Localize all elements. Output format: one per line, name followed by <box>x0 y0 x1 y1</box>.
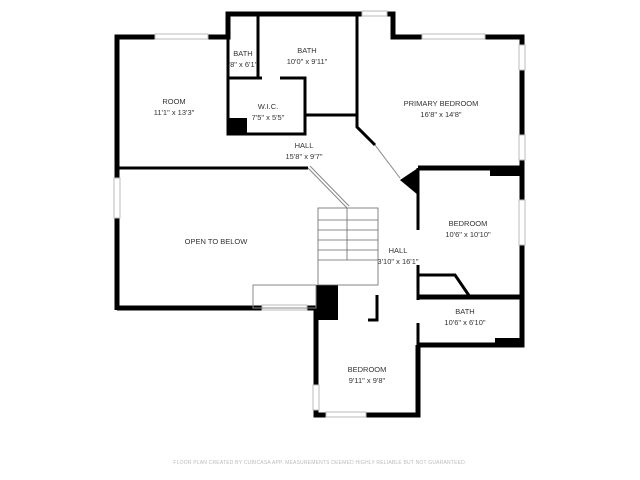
room-size: 16'8" x 14'8" <box>420 110 462 119</box>
room-label-open-to-below: OPEN TO BELOW <box>185 236 248 247</box>
room-size: 11'1" x 13'3" <box>153 108 195 117</box>
room-label-bedroom-2: BEDROOM 9'11" x 9'8" <box>348 364 387 386</box>
room-label-hall: HALL 15'8" x 9'7" <box>286 140 323 162</box>
room-name: BATH <box>297 46 317 55</box>
room-name: HALL <box>388 246 408 255</box>
room-size: 7'5" x 5'5" <box>251 113 285 122</box>
railing <box>252 144 401 309</box>
exterior-walls <box>114 11 525 418</box>
room-label-wic: W.I.C. 7'5" x 5'5" <box>252 101 285 123</box>
room-label-primary-bedroom: PRIMARY BEDROOM 16'8" x 14'8" <box>404 98 479 120</box>
room-size: 3'10" x 16'1" <box>377 257 419 266</box>
room-name: PRIMARY BEDROOM <box>403 99 479 108</box>
room-name: BATH <box>233 49 253 58</box>
room-label-bath-2: BATH 10'6" x 6'10" <box>444 306 485 328</box>
room-name: BEDROOM <box>347 365 387 374</box>
room-label-hall-2: HALL 3'10" x 16'1" <box>377 245 418 267</box>
room-name: BATH <box>455 307 475 316</box>
room-label-bath-small: BATH '8" x 6'1" <box>229 48 258 70</box>
room-label-bedroom: BEDROOM 10'6" x 10'10" <box>445 218 490 240</box>
room-size: 10'6" x 6'10" <box>444 318 486 327</box>
room-label-room: ROOM 11'1" x 13'3" <box>154 96 195 118</box>
room-name: ROOM <box>162 97 186 106</box>
room-name: HALL <box>294 141 314 150</box>
room-size: 10'6" x 10'10" <box>445 230 491 239</box>
staircase <box>317 207 379 286</box>
room-name: BEDROOM <box>448 219 488 228</box>
room-size: '8" x 6'1" <box>228 60 258 69</box>
room-size: 9'11" x 9'8" <box>348 376 386 385</box>
room-size: 10'0" x 9'11" <box>286 57 328 66</box>
solid-blocks <box>229 118 522 346</box>
footer-disclaimer: FLOOR PLAN CREATED BY CUBICASA APP. MEAS… <box>173 460 467 466</box>
room-name: W.I.C. <box>257 102 279 111</box>
room-size: 15'8" x 9'7" <box>285 152 323 161</box>
windows <box>113 10 526 418</box>
room-label-bath: BATH 10'0" x 9'11" <box>287 45 328 67</box>
room-name: OPEN TO BELOW <box>184 237 248 246</box>
